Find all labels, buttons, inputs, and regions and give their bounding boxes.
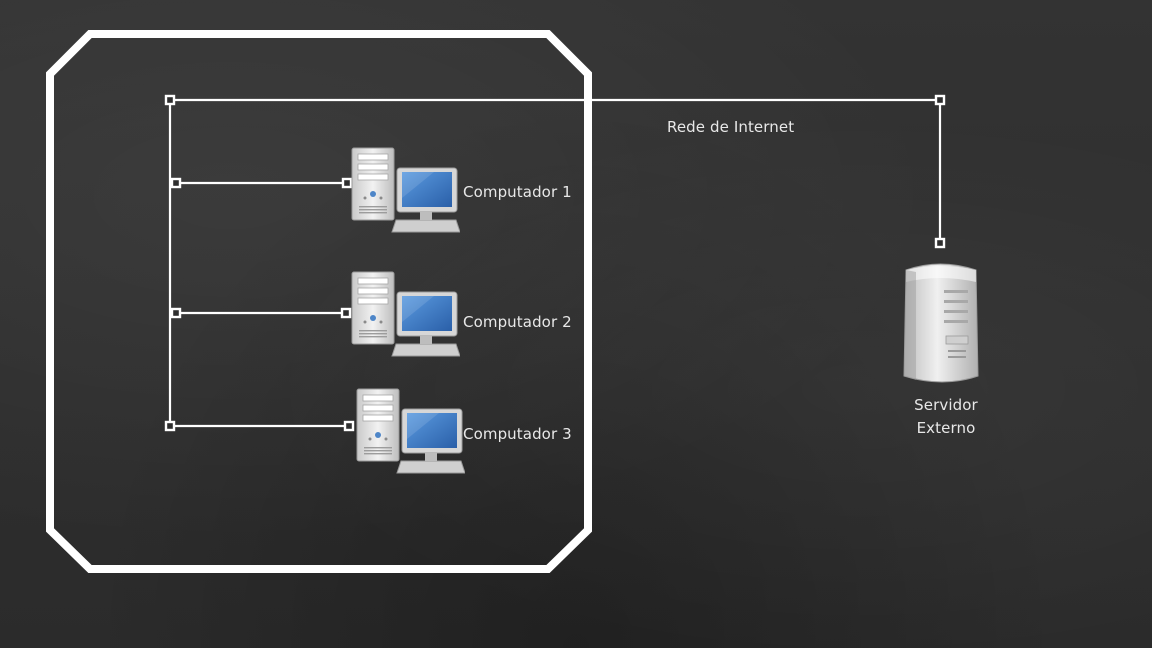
server-label-line2: Externo bbox=[916, 419, 976, 437]
computer-icon bbox=[351, 271, 460, 357]
connector-node bbox=[340, 307, 352, 319]
connector-node bbox=[170, 177, 182, 189]
connector-node bbox=[934, 237, 946, 249]
server-icon bbox=[903, 263, 979, 383]
lan-boundary bbox=[46, 30, 592, 573]
connector-node bbox=[934, 94, 946, 106]
computer-2-label: Computador 2 bbox=[463, 313, 572, 331]
network-label: Rede de Internet bbox=[667, 118, 795, 136]
computer-3-label: Computador 3 bbox=[463, 425, 572, 443]
network-lines bbox=[168, 98, 942, 428]
computer-icon bbox=[356, 388, 465, 474]
server-label-line1: Servidor bbox=[914, 396, 978, 414]
connector-node bbox=[164, 94, 176, 106]
computer-icon bbox=[351, 147, 460, 233]
connector-node bbox=[170, 307, 182, 319]
computer-1-label: Computador 1 bbox=[463, 183, 572, 201]
connector-node bbox=[341, 177, 353, 189]
connector-node bbox=[343, 420, 355, 432]
connector-nodes bbox=[164, 94, 946, 432]
connector-node bbox=[164, 420, 176, 432]
